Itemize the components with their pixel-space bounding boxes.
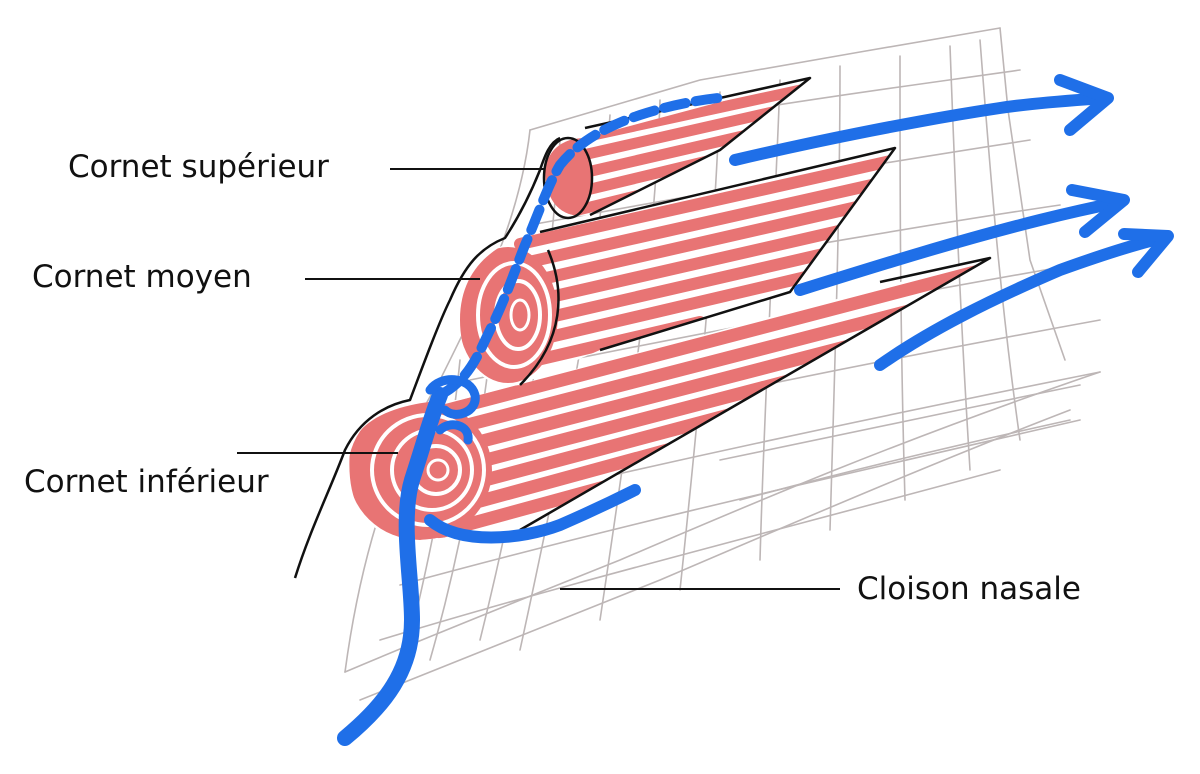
airflow-arrows [337,74,1174,746]
arrow-right-icon [1066,184,1130,238]
lateral-wall-outline [293,136,561,579]
middle-turbinate-stripes [460,154,895,383]
arrow-bottom-shaft [874,232,1168,371]
label-cornet-inferieur: Cornet inférieur [24,464,269,500]
arrow-middle-shaft [794,196,1126,296]
label-cornet-moyen: Cornet moyen [32,259,252,295]
middle-turbinate [460,146,897,386]
airflow-curl [425,375,480,445]
arrow-right-icon [1118,228,1174,278]
arrow-top-shaft [729,92,1111,166]
superior-turbinate [542,76,812,220]
lower-airflow-stream [424,484,641,544]
main-airflow-stream [337,387,448,746]
arrow-right-icon [1054,74,1114,136]
rising-airflow-stream [435,93,723,400]
label-cornet-superieur: Cornet supérieur [68,149,329,185]
label-cloison-nasale: Cloison nasale [857,571,1081,607]
superior-turbinate-stripes [545,82,810,216]
